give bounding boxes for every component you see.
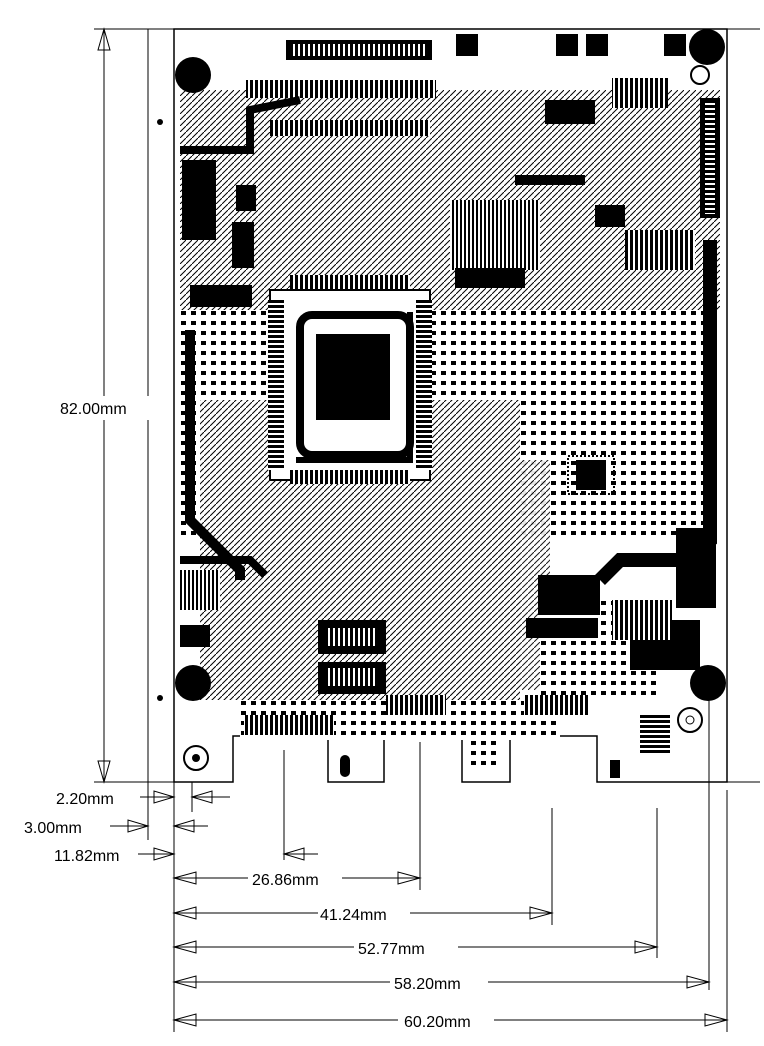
dim-label-41-24: 41.24mm: [320, 907, 387, 924]
dimension-lines: [94, 27, 760, 1032]
dim-label-26-86: 26.86mm: [252, 872, 319, 889]
dim-41-24: 41.24mm: [172, 903, 554, 925]
dim-label-3-00: 3.00mm: [24, 820, 82, 837]
pcb-layout-artwork: [157, 29, 726, 778]
dim-52-77: 52.77mm: [172, 937, 659, 959]
dim-3-00: 3.00mm: [2, 817, 208, 837]
dim-82-00: 82.00mm: [58, 396, 150, 420]
dim-label-11-82: 11.82mm: [54, 848, 120, 865]
dim-2-20: 2.20mm: [54, 788, 230, 808]
dim-label-60-20: 60.20mm: [404, 1014, 471, 1031]
dim-58-20: 58.20mm: [172, 972, 711, 994]
dim-label-82-00: 82.00mm: [60, 401, 127, 418]
dim-26-86: 26.86mm: [172, 868, 422, 890]
dim-label-2-20: 2.20mm: [56, 791, 114, 808]
dim-11-82: 11.82mm: [2, 845, 318, 865]
dim-60-20: 60.20mm: [172, 1010, 729, 1032]
dim-label-52-77: 52.77mm: [358, 941, 425, 958]
dim-label-58-20: 58.20mm: [394, 976, 461, 993]
